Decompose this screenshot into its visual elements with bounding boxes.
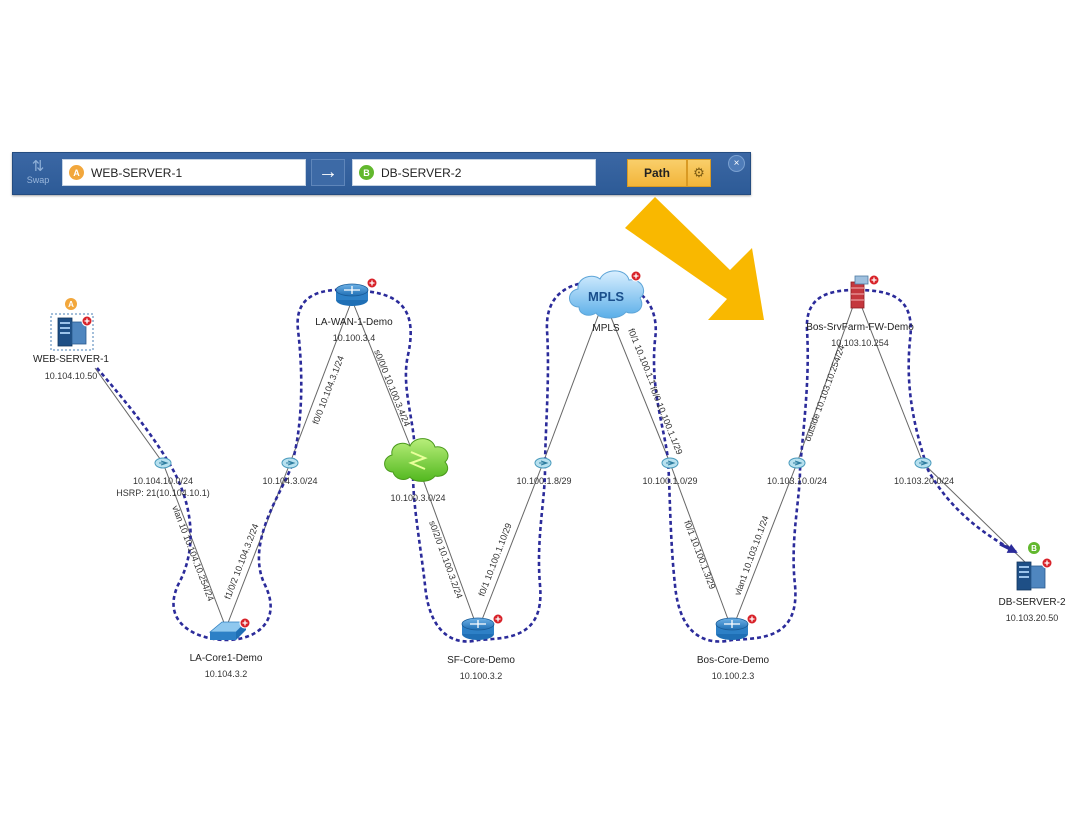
subnet-labels: 10.104.10.0/24 HSRP: 21(10.104.10.1) 10.… — [116, 476, 954, 503]
la-wan-name: LA-WAN-1-Demo — [315, 317, 393, 328]
interface-i11: outside 10.103.10.254/24 — [802, 344, 846, 443]
highlight-arrow-shape — [625, 197, 764, 320]
gear-icon: ⚙ — [693, 165, 705, 180]
subnet-node-s2[interactable] — [281, 457, 299, 469]
web-server-pin-label: A — [68, 300, 74, 309]
subnet-s3-label: 10.100.3.0/24 — [390, 493, 445, 503]
subnet-node-s7[interactable] — [914, 457, 932, 469]
link-lacore-s2 — [225, 462, 291, 629]
link-mpls-s5 — [603, 299, 671, 464]
device-labels: WEB-SERVER-1 10.104.10.50 LA-WAN-1-Demo … — [33, 317, 1066, 681]
interface-i5: s0/2/0 10.100.3.2/24 — [427, 519, 464, 600]
mpls-cloud-text: MPLS — [588, 289, 624, 304]
sf-core-name: SF-Core-Demo — [447, 655, 515, 666]
db-server-ip: 10.103.20.50 — [1006, 613, 1059, 623]
path-toolbar: ⇅ Swap A WEB-SERVER-1 → B DB-SERVER-2 Pa… — [12, 152, 751, 195]
la-wan-ip: 10.100.3.4 — [333, 333, 376, 343]
subnet-s5-label: 10.100.1.0/29 — [642, 476, 697, 486]
link-s6-fw — [796, 294, 858, 464]
link-s1-lacore — [162, 462, 227, 629]
web-server-name: WEB-SERVER-1 — [33, 354, 109, 365]
path-end-arrow — [999, 542, 1018, 554]
destination-pin-b-icon: B — [359, 165, 374, 180]
path-settings-button[interactable]: ⚙ — [687, 159, 711, 187]
destination-device-value: DB-SERVER-2 — [381, 165, 462, 180]
web-server-icon[interactable]: A — [50, 298, 94, 351]
interface-i3: f0/0 10.104.3.1/24 — [311, 354, 346, 425]
interface-labels: vlan 10 10.104.10.254/24 f1/0/2 10.104.3… — [170, 327, 846, 603]
destination-device-field[interactable]: B DB-SERVER-2 — [352, 159, 596, 186]
path-segment-1 — [96, 280, 1014, 643]
mpls-cloud-icon[interactable]: MPLS — [569, 270, 644, 319]
subnet-s1-label: 10.104.10.0/24 — [133, 476, 193, 486]
source-device-value: WEB-SERVER-1 — [91, 165, 183, 180]
sf-core-ip: 10.100.3.2 — [460, 671, 503, 681]
subnet-nodes — [154, 457, 932, 469]
switch-la-core-icon[interactable] — [208, 617, 251, 640]
link-s4-mpls — [542, 299, 605, 464]
web-server-ip: 10.104.10.50 — [45, 371, 98, 381]
la-core-ip: 10.104.3.2 — [205, 669, 248, 679]
la-core-name: LA-Core1-Demo — [190, 653, 263, 664]
interface-i1: vlan 10 10.104.10.254/24 — [170, 504, 216, 602]
subnet-node-s1[interactable] — [154, 457, 172, 469]
router-bos-core-icon[interactable] — [715, 613, 758, 640]
subnet-s4-label: 10.100.1.8/29 — [516, 476, 571, 486]
source-pin-a-icon: A — [69, 165, 84, 180]
link-s3-sfcore — [416, 462, 479, 631]
link-sfcore-s4 — [477, 462, 544, 631]
wan-cloud-icon[interactable] — [384, 438, 449, 482]
link-web-s1 — [94, 367, 164, 464]
firewall-name: Bos-SrvFarm-FW-Demo — [806, 322, 914, 333]
interface-i10: vlan1 10.103.10.1/24 — [732, 514, 770, 596]
subnet-node-s4[interactable] — [534, 457, 552, 469]
mpls-name: MPLS — [592, 323, 620, 334]
db-server-pin-label: B — [1031, 544, 1037, 553]
subnet-s2-label: 10.104.3.0/24 — [262, 476, 317, 486]
close-icon: × — [733, 158, 740, 169]
link-s2-lawan — [289, 299, 353, 464]
bos-core-name: Bos-Core-Demo — [697, 655, 770, 666]
swap-button[interactable]: ⇅ Swap — [21, 157, 55, 190]
subnet-node-s6[interactable] — [788, 457, 806, 469]
traced-path — [96, 280, 1014, 643]
path-button[interactable]: Path — [627, 159, 687, 187]
firewall-ip: 10.103.10.254 — [831, 338, 889, 348]
close-button[interactable]: × — [728, 155, 745, 172]
subnet-s7-label: 10.103.20.0/24 — [894, 476, 954, 486]
direction-arrow-button[interactable]: → — [311, 159, 345, 186]
source-device-field[interactable]: A WEB-SERVER-1 — [62, 159, 306, 186]
db-server-icon[interactable]: B — [1016, 542, 1053, 591]
highlight-arrow — [625, 197, 764, 320]
firewall-icon[interactable] — [850, 274, 880, 309]
link-s5-boscore — [669, 462, 733, 631]
swap-icon: ⇅ — [31, 158, 45, 175]
router-la-wan-icon[interactable] — [335, 277, 378, 306]
interface-i9: f0/1 10.100.1.3/29 — [682, 519, 717, 590]
router-sf-core-icon[interactable] — [461, 613, 504, 640]
subnet-node-s5[interactable] — [661, 457, 679, 469]
swap-label: Swap — [26, 175, 50, 185]
db-server-name: DB-SERVER-2 — [998, 597, 1065, 608]
bos-core-ip: 10.100.2.3 — [712, 671, 755, 681]
link-boscore-s6 — [731, 462, 798, 631]
subnet-s1-hsrp: HSRP: 21(10.104.10.1) — [116, 488, 210, 498]
subnet-s6-label: 10.103.10.0/24 — [767, 476, 827, 486]
link-fw-s7 — [856, 294, 924, 464]
link-lawan-s3 — [351, 299, 418, 464]
arrow-right-icon: → — [318, 161, 338, 183]
